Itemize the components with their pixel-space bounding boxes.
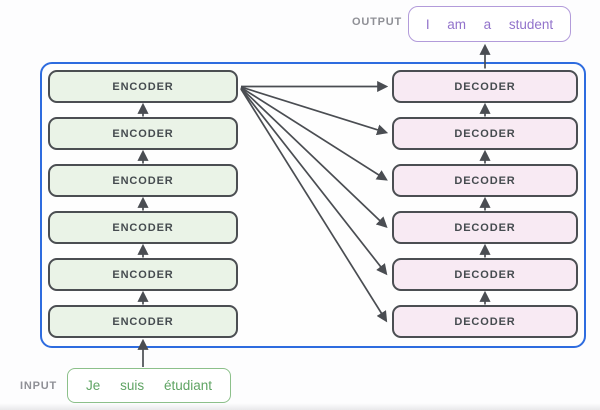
arrow-group	[137, 43, 491, 367]
encoder-box: ENCODER	[48, 305, 238, 338]
page-bottom-edge	[0, 403, 600, 410]
input-token: étudiant	[164, 378, 213, 393]
output-sentence-box: I am a student	[408, 6, 571, 42]
output-token: student	[508, 16, 554, 32]
encoder-box: ENCODER	[48, 117, 238, 150]
input-token: Je	[85, 378, 101, 393]
decoder-box: DECODER	[392, 117, 578, 150]
decoder-box: DECODER	[392, 70, 578, 103]
encoder-box: ENCODER	[48, 70, 238, 103]
output-label: OUTPUT	[351, 16, 402, 28]
decoder-box: DECODER	[392, 305, 578, 338]
encoder-to-decoder-arrow	[240, 88, 388, 323]
output-token: a	[483, 16, 492, 32]
encoder-box: ENCODER	[48, 258, 238, 291]
encoder-to-decoder-arrow	[240, 87, 388, 229]
encoder-to-decoder-arrow	[240, 86, 389, 136]
input-label: INPUT	[20, 380, 57, 392]
decoder-box: DECODER	[392, 164, 578, 197]
output-token: am	[447, 16, 467, 32]
input-token: suis	[120, 378, 145, 393]
decoder-box: DECODER	[392, 258, 578, 291]
encoder-to-decoder-arrow	[240, 87, 388, 276]
decoder-box: DECODER	[392, 211, 578, 244]
encoder-to-decoder-arrow	[240, 86, 388, 181]
input-sentence-box: Je suis étudiant	[67, 368, 231, 403]
output-token: I	[425, 16, 430, 32]
encoder-box: ENCODER	[48, 164, 238, 197]
encoder-box: ENCODER	[48, 211, 238, 244]
